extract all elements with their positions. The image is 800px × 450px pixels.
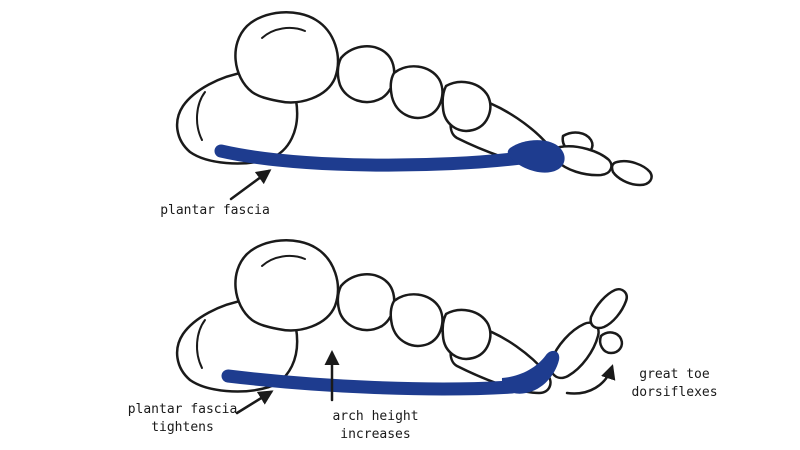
fascia-tightens-arrow [235, 390, 274, 415]
plantar-fascia-ball-wrap [501, 350, 560, 394]
talus-contour [261, 254, 306, 267]
label-plantar-fascia-tightens: plantar fascia tightens [127, 402, 238, 435]
dorsiflex-curved-arrow [565, 364, 616, 395]
cuneiform-bone [389, 65, 444, 120]
plantar-fascia-arrow [229, 169, 272, 201]
label-arch-height-increases: arch height increases [332, 409, 419, 442]
foot-diagram-neutral [175, 11, 653, 201]
foot-diagram-windlass [175, 239, 628, 415]
cuboid-bone [441, 80, 492, 133]
navicular-bone [336, 273, 396, 332]
talus-contour [261, 26, 306, 39]
label-great-toe-dorsiflexes: great toe dorsiflexes [631, 367, 718, 400]
talus-bone [234, 11, 340, 104]
cuboid-bone [441, 308, 492, 361]
cuneiform-bone [389, 293, 444, 348]
plantar-fascia-band-tight [221, 369, 519, 396]
calcaneus-contour [196, 319, 206, 369]
plantar-fascia-band [214, 144, 528, 172]
distal-phalanx-bone [589, 288, 628, 330]
calcaneus-contour [196, 91, 206, 141]
navicular-bone [336, 45, 396, 104]
talus-bone [234, 239, 340, 332]
distal-phalanx-bone [610, 160, 653, 187]
plantar-fascia-ball [507, 140, 565, 173]
toe-bone [598, 331, 624, 355]
proximal-phalanx-bone [549, 321, 600, 380]
label-plantar-fascia: plantar fascia [160, 203, 270, 218]
